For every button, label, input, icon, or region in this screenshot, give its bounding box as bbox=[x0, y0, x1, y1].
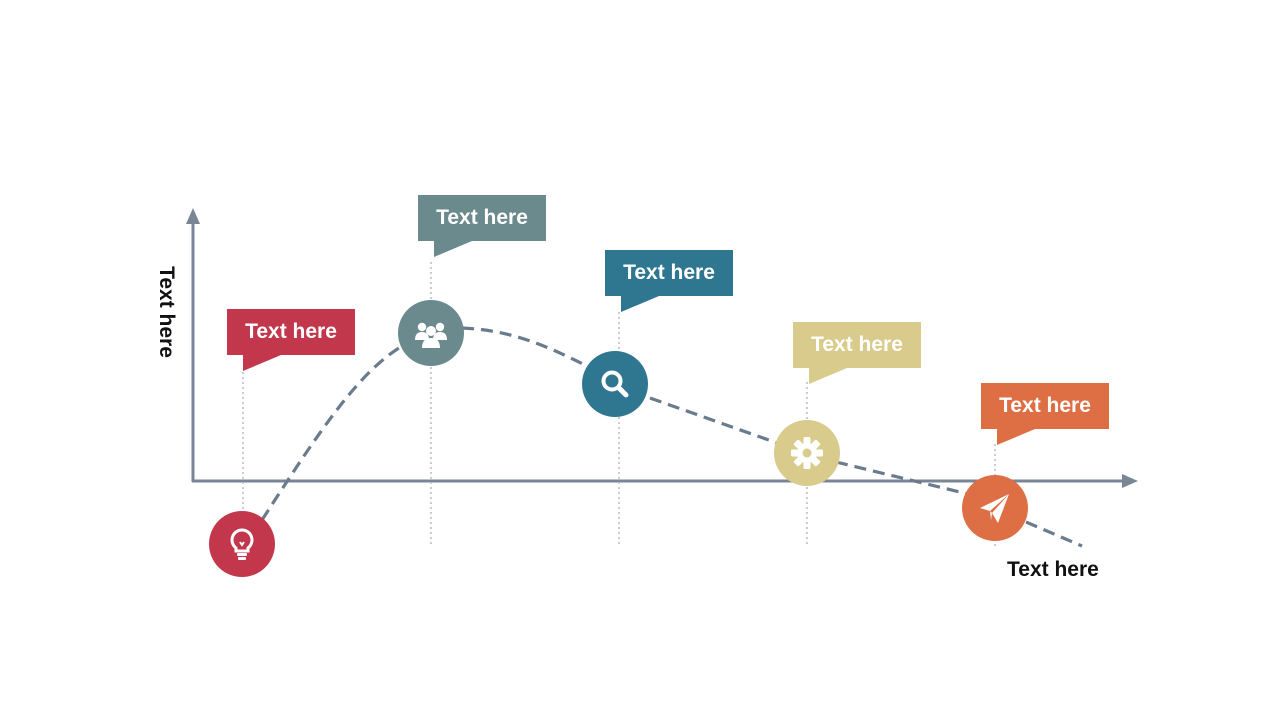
callout-5: Text here bbox=[981, 383, 1109, 445]
callout-1: Text here bbox=[227, 309, 355, 371]
callout-3: Text here bbox=[605, 250, 733, 312]
x-axis-label: Text here bbox=[1007, 558, 1099, 581]
x-axis-arrow bbox=[1122, 474, 1138, 488]
stage-marker-5 bbox=[962, 475, 1028, 541]
y-axis-arrow bbox=[186, 208, 200, 224]
stage-marker-4 bbox=[774, 420, 840, 486]
stage-marker-1 bbox=[209, 511, 275, 577]
callout-1-label: Text here bbox=[245, 320, 337, 343]
callout-4-label: Text here bbox=[811, 333, 903, 356]
callout-4: Text here bbox=[793, 322, 921, 384]
callout-3-label: Text here bbox=[623, 261, 715, 284]
stage-marker-2 bbox=[398, 300, 464, 366]
stage-marker-3 bbox=[582, 351, 648, 417]
callout-5-label: Text here bbox=[999, 394, 1091, 417]
y-axis-label: Text here bbox=[155, 266, 178, 358]
gear-icon bbox=[791, 437, 823, 469]
paper-plane-icon bbox=[980, 494, 1009, 523]
lightbulb-icon bbox=[230, 528, 254, 560]
people-icon bbox=[415, 322, 447, 348]
search-icon bbox=[601, 370, 629, 398]
callout-2-label: Text here bbox=[436, 206, 528, 229]
callout-2: Text here bbox=[418, 195, 546, 257]
dashed-curve bbox=[260, 326, 1083, 548]
